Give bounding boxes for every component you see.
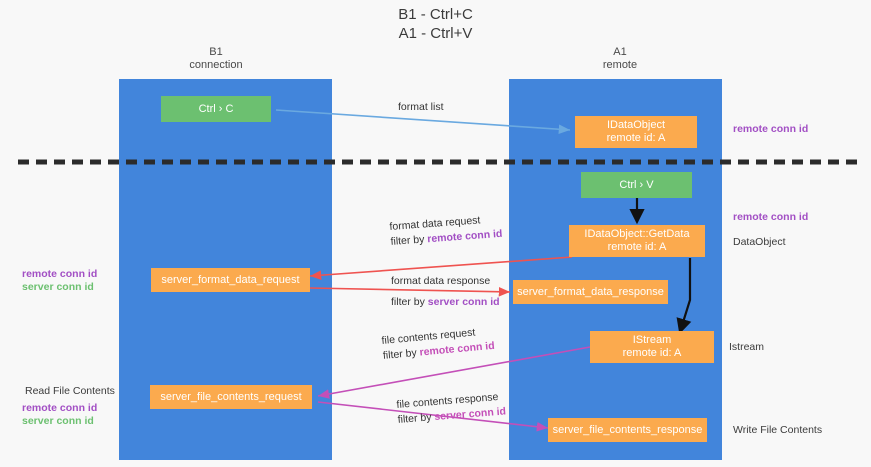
node-ctrl-v[interactable]: Ctrl › V bbox=[581, 172, 692, 198]
annotation-istream: Istream bbox=[729, 341, 765, 353]
annotation-left-remote-conn-id: remote conn id bbox=[22, 268, 98, 280]
node-server-file-contents-response[interactable]: server_file_contents_response bbox=[548, 418, 707, 442]
annotation-remote-conn-id-top: remote conn id bbox=[733, 123, 809, 135]
annotation-read-file-contents: Read File Contents bbox=[25, 385, 115, 397]
node-idataobject-getdata[interactable]: IDataObject::GetData remote id: A bbox=[569, 225, 705, 257]
edge-label-format-data-response: format data response filter by server co… bbox=[391, 274, 500, 310]
edge-label-format-list-text: format list bbox=[398, 101, 444, 113]
annotation-left-server-conn-id-bottom: server conn id bbox=[22, 415, 94, 427]
annotation-dataobject: DataObject bbox=[733, 236, 786, 248]
node-server-format-data-request[interactable]: server_format_data_request bbox=[151, 268, 310, 292]
edge-label-format-list: format list bbox=[398, 100, 444, 115]
annotation-write-file-contents: Write File Contents bbox=[733, 424, 823, 436]
edge-label-format-data-request: format data request filter by remote con… bbox=[389, 212, 503, 250]
node-server-format-data-response[interactable]: server_format_data_response bbox=[513, 280, 668, 304]
edge-label-format-data-response-line1: format data response bbox=[391, 275, 491, 287]
annotation-remote-conn-id-mid: remote conn id bbox=[733, 211, 809, 223]
node-ctrl-c[interactable]: Ctrl › C bbox=[161, 96, 271, 122]
page-title: B1 - Ctrl+C A1 - Ctrl+V bbox=[398, 6, 473, 42]
edge-label-file-contents-request: file contents request filter by remote c… bbox=[381, 324, 495, 364]
node-server-file-contents-request[interactable]: server_file_contents_request bbox=[150, 385, 312, 409]
edge-label-file-contents-response: file contents response filter by server … bbox=[396, 389, 507, 427]
column-header-b1: B1 connection bbox=[189, 46, 243, 71]
annotation-left-remote-conn-id-bottom: remote conn id bbox=[22, 402, 98, 414]
annotation-left-server-conn-id: server conn id bbox=[22, 281, 94, 293]
node-idataobject[interactable]: IDataObject remote id: A bbox=[575, 116, 697, 148]
edge-label-format-data-response-line2: filter by server conn id bbox=[391, 296, 500, 308]
column-header-a1: A1 remote bbox=[602, 46, 638, 71]
node-istream[interactable]: IStream remote id: A bbox=[590, 331, 714, 363]
